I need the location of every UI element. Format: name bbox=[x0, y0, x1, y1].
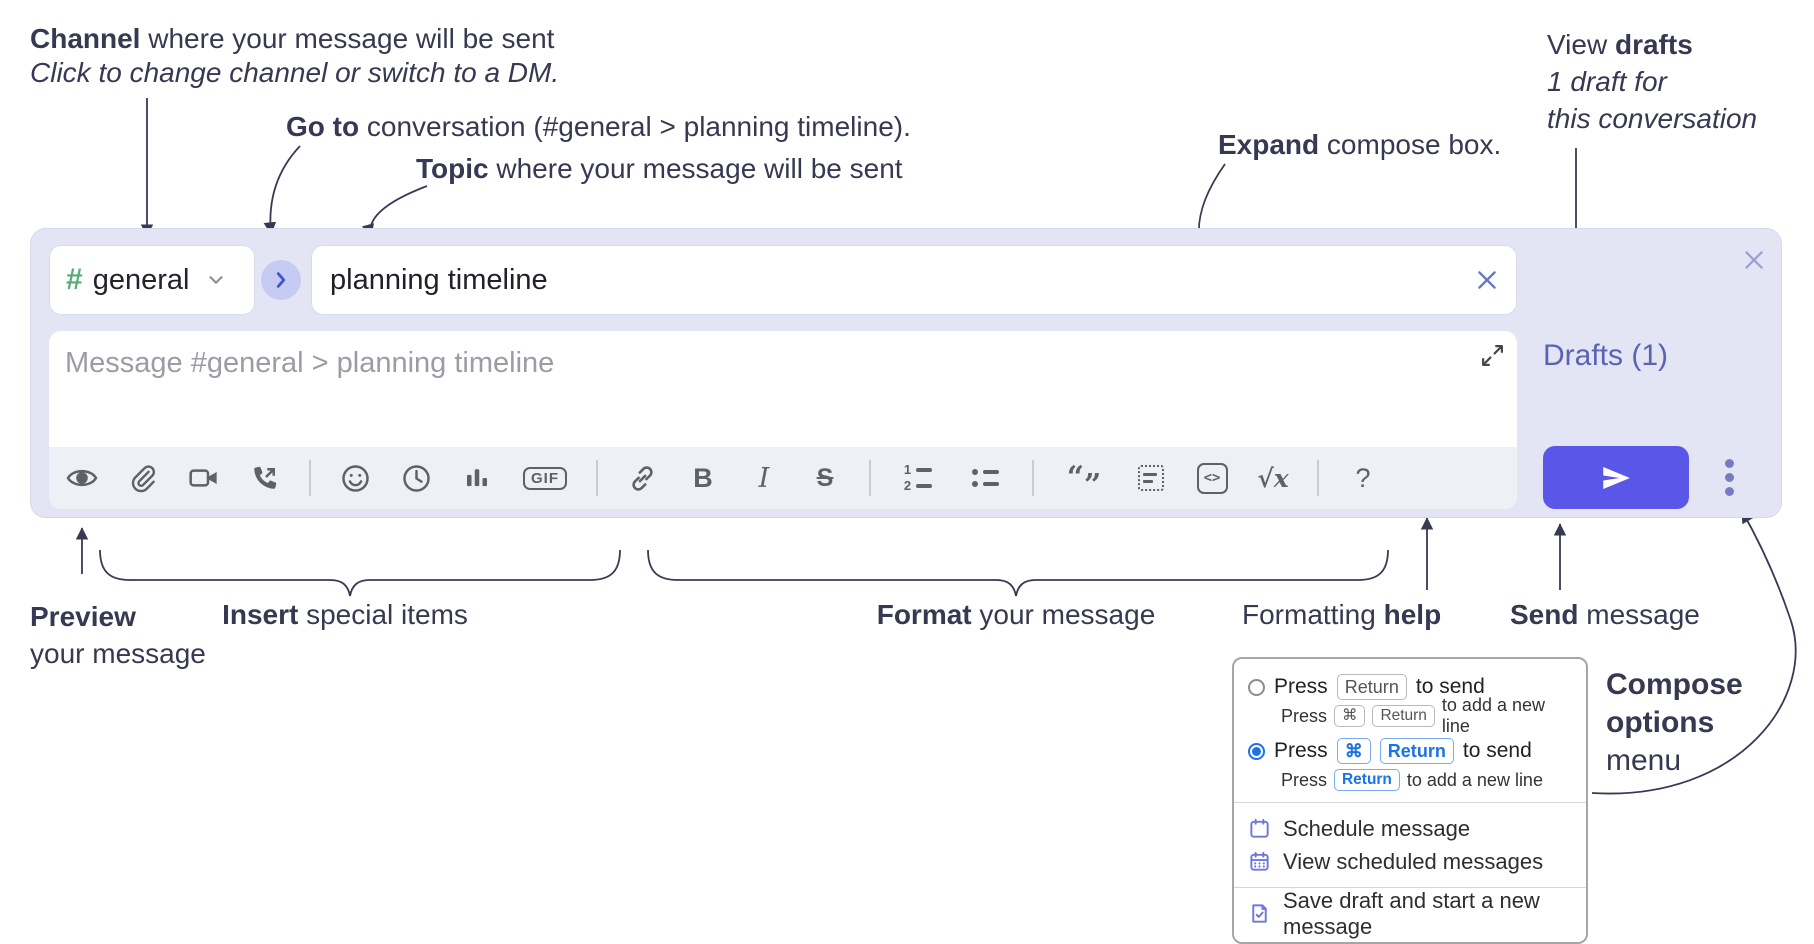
toolbar-divider bbox=[1032, 460, 1034, 496]
draft-check-icon bbox=[1248, 902, 1271, 925]
annotation-insert: Insert special items bbox=[222, 599, 468, 630]
toolbar-divider bbox=[1317, 460, 1319, 496]
compose-box: # general planning timeline Message #gen… bbox=[30, 228, 1782, 518]
voice-call-icon[interactable] bbox=[248, 458, 282, 498]
spoiler-icon[interactable] bbox=[1134, 458, 1168, 498]
channel-hash-icon: # bbox=[66, 263, 83, 296]
code-icon[interactable]: <> bbox=[1195, 458, 1229, 498]
drafts-link[interactable]: Drafts (1) bbox=[1543, 339, 1669, 372]
link-icon[interactable] bbox=[625, 458, 659, 498]
strikethrough-icon[interactable]: S bbox=[816, 463, 834, 492]
annotation-send: Send message bbox=[1510, 599, 1700, 630]
annotation-channel: Channel where your message will be sent … bbox=[30, 23, 560, 88]
go-to-conversation-button[interactable] bbox=[261, 260, 301, 300]
numbered-list-icon[interactable]: 1 2 bbox=[898, 458, 938, 498]
send-plane-icon bbox=[1603, 466, 1630, 489]
menu-item-schedule-message[interactable]: Schedule message bbox=[1248, 812, 1572, 845]
annotation-compose-options: Compose options menu bbox=[1606, 668, 1743, 777]
poll-icon[interactable] bbox=[460, 458, 494, 498]
annotation-goto: Go to conversation (#general > planning … bbox=[286, 111, 911, 142]
annotation-expand: Expand compose box. bbox=[1218, 129, 1502, 160]
chevron-down-icon bbox=[205, 269, 227, 291]
clear-topic-icon[interactable] bbox=[1474, 267, 1500, 293]
topic-value: planning timeline bbox=[330, 263, 548, 296]
compose-toolbar: GIF B I S 1 2 bbox=[49, 447, 1517, 509]
menu-item-view-scheduled[interactable]: View scheduled messages bbox=[1248, 845, 1572, 878]
channel-name: general bbox=[92, 263, 190, 296]
math-icon[interactable]: √x bbox=[1257, 463, 1289, 493]
attach-paperclip-icon[interactable] bbox=[126, 458, 160, 498]
calendar-dots-icon bbox=[1248, 850, 1271, 873]
message-input[interactable]: Message #general > planning timeline bbox=[49, 331, 1517, 509]
menu-item-save-draft[interactable]: Save draft and start a new message bbox=[1248, 888, 1572, 939]
gif-icon[interactable]: GIF bbox=[521, 458, 569, 498]
annotation-view-drafts: View drafts 1 draft for this conversatio… bbox=[1547, 29, 1758, 134]
toolbar-divider bbox=[596, 460, 598, 496]
radio-selected-icon[interactable] bbox=[1248, 742, 1265, 760]
channel-selector[interactable]: # general bbox=[49, 245, 255, 315]
video-call-icon[interactable] bbox=[187, 458, 221, 498]
chevron-right-icon bbox=[276, 272, 286, 288]
annotation-formatting-help: Formatting help bbox=[1242, 599, 1442, 630]
close-compose-icon[interactable] bbox=[1739, 245, 1769, 275]
annotation-topic: Topic where your message will be sent bbox=[416, 153, 903, 184]
preview-eye-icon[interactable] bbox=[65, 458, 99, 498]
toolbar-divider bbox=[869, 460, 871, 496]
popup-divider bbox=[1234, 887, 1586, 888]
message-formatting-help-icon[interactable]: ? bbox=[1355, 462, 1371, 493]
popup-divider bbox=[1234, 802, 1586, 803]
italic-icon[interactable]: I bbox=[758, 462, 770, 494]
calendar-icon bbox=[1248, 817, 1271, 840]
annotation-preview: Preview your message bbox=[30, 601, 206, 669]
message-placeholder: Message #general > planning timeline bbox=[65, 347, 555, 379]
annotation-format: Format your message bbox=[876, 599, 1156, 630]
bold-icon[interactable]: B bbox=[693, 462, 713, 493]
quote-icon[interactable]: “” bbox=[1066, 460, 1102, 503]
emoji-icon[interactable] bbox=[338, 458, 372, 498]
compose-options-menu-button[interactable] bbox=[1709, 455, 1749, 499]
time-icon[interactable] bbox=[399, 458, 433, 498]
expand-compose-icon[interactable] bbox=[1480, 343, 1505, 368]
send-button[interactable] bbox=[1543, 446, 1689, 509]
radio-unselected-icon[interactable] bbox=[1248, 678, 1265, 696]
bulleted-list-icon[interactable] bbox=[965, 458, 1005, 498]
toolbar-divider bbox=[309, 460, 311, 496]
topic-input[interactable]: planning timeline bbox=[311, 245, 1517, 315]
